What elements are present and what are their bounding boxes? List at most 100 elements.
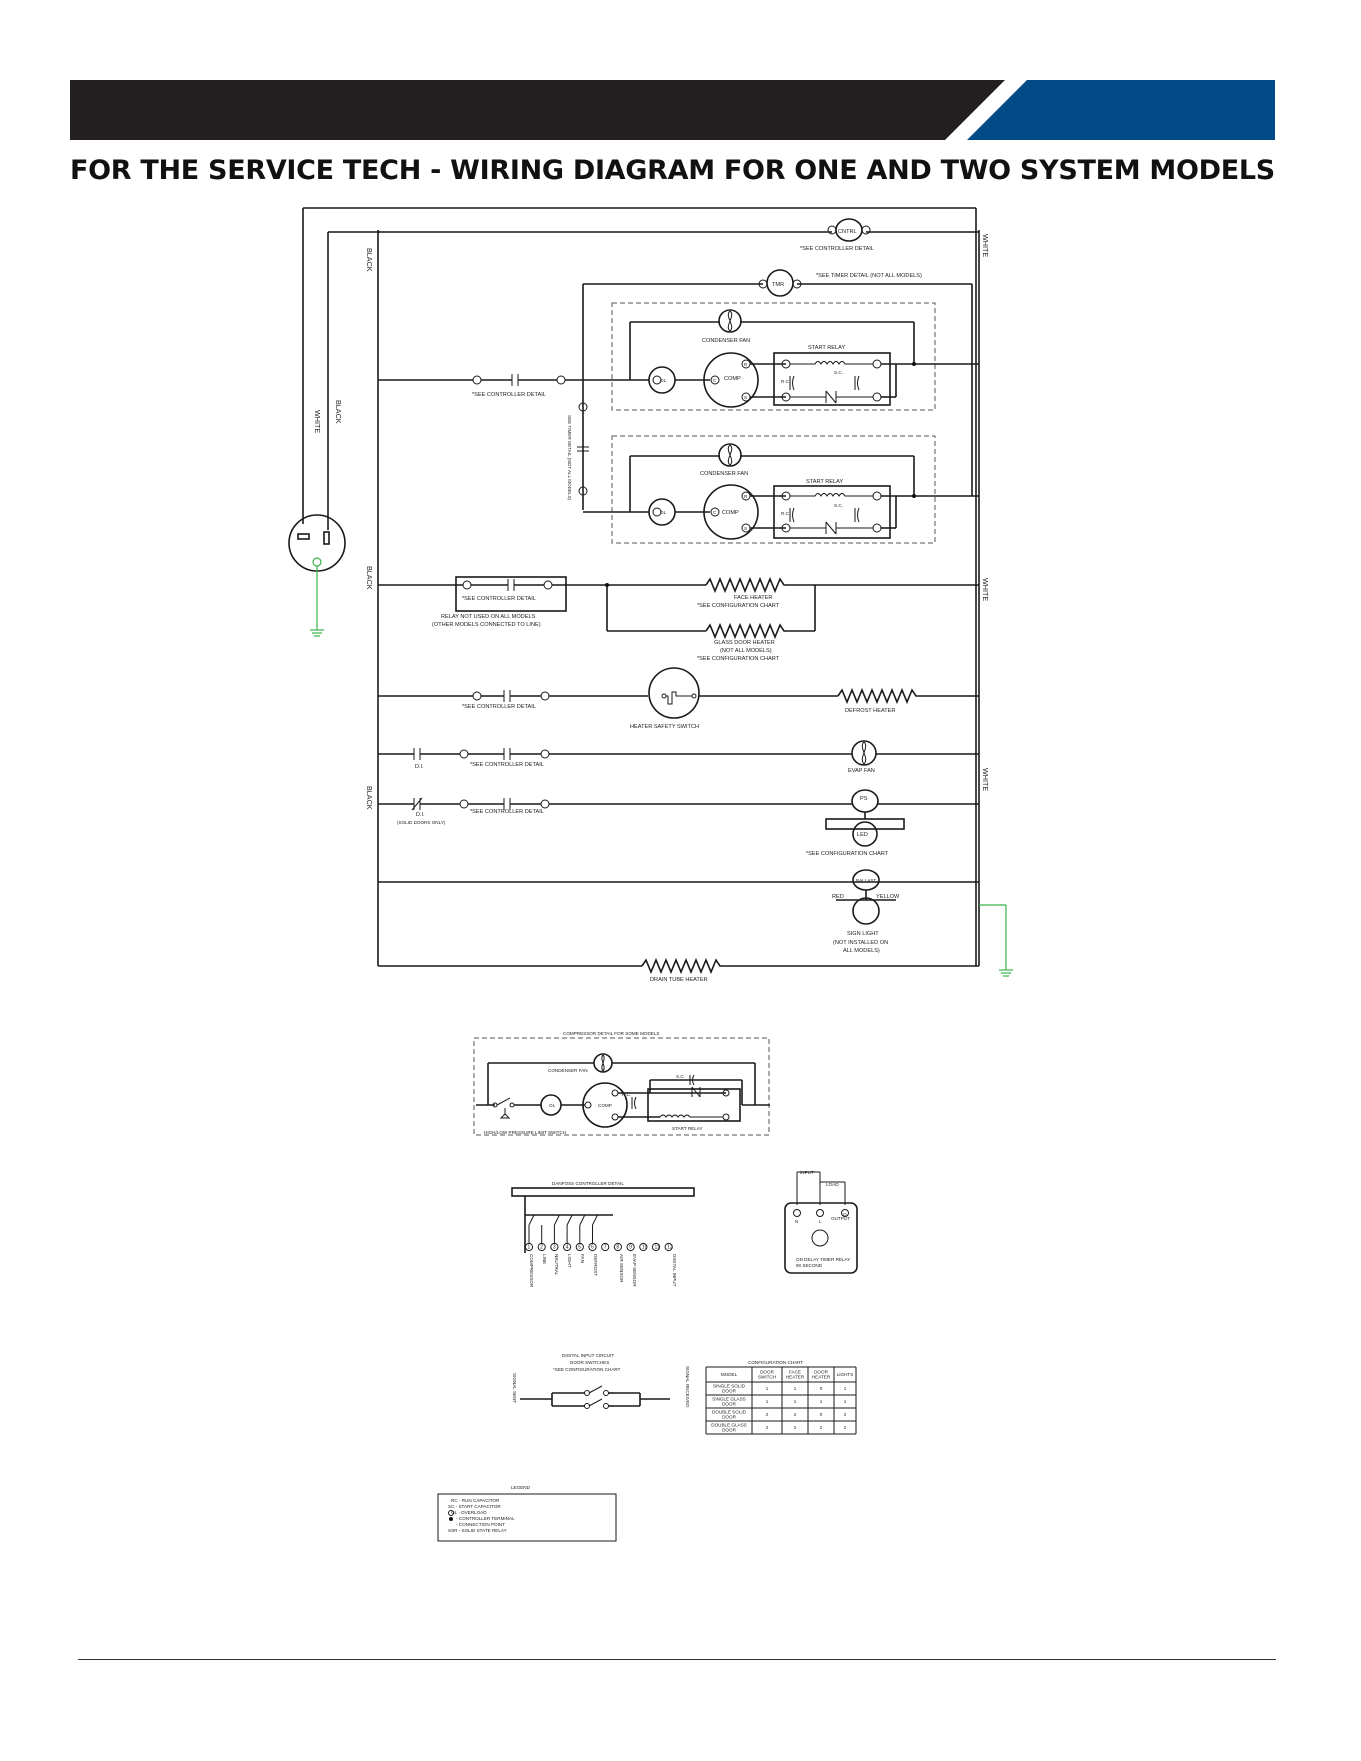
timer-relay-body: [784, 1202, 858, 1274]
cd-start-relay-box: [647, 1088, 741, 1122]
config-chart-cell: 1: [766, 1399, 769, 1404]
digital-input-title-2: DOOR SWITCHES: [570, 1360, 609, 1365]
svg-text:R.C.: R.C.: [781, 511, 790, 516]
controller-terminal-label: AIR SENSOR: [619, 1254, 624, 1283]
controller-terminal-number: 7: [604, 1245, 607, 1251]
timer-dial: [811, 1229, 829, 1247]
heater-safety-switch-icon: [648, 667, 700, 719]
led-controller-note: *SEE CONTROLLER DETAIL: [470, 809, 544, 815]
sys2-compressor-label: COMP: [722, 510, 739, 516]
digital-input-title-3: *SEE CONFIGURATION CHART: [553, 1367, 621, 1372]
config-chart-cell: 1: [794, 1386, 797, 1391]
legend-item: RC - RUN CAPACITOR: [451, 1498, 500, 1503]
compressor-detail-box: [473, 1037, 770, 1136]
controller-terminal: [626, 1242, 635, 1252]
di-label-1: D.I.: [415, 764, 424, 770]
sys1-condenser-fan-label: CONDENSER FAN: [702, 338, 750, 344]
ground-symbol-right: [999, 969, 1013, 977]
timer-note: *SEE TIMER DETAIL (NOT ALL MODELS): [816, 273, 922, 279]
config-chart-cell: 2: [766, 1412, 769, 1417]
bus-label-black-1: BLACK: [365, 248, 374, 272]
svg-text:R.C.: R.C.: [622, 1092, 631, 1097]
digital-input-title-1: DIGITAL INPUT CIRCUIT: [562, 1353, 614, 1358]
sys1-start-relay-label: START RELAY: [808, 345, 845, 351]
face-heater-controller-note: *SEE CONTROLLER DETAIL: [462, 596, 536, 602]
controller-terminal-number: 12: [667, 1245, 673, 1251]
config-chart-cell: DOOR: [722, 1402, 736, 1407]
solid-doors-only: (SOLID DOORS ONLY): [397, 820, 446, 825]
config-chart-cell: DOOR: [722, 1389, 736, 1394]
bus-label-white-1: WHITE: [981, 234, 990, 257]
config-chart-cell: SINGLE GLASS: [712, 1397, 745, 1402]
sys2-condenser-fan-label: CONDENSER FAN: [700, 471, 748, 477]
cd-start-relay-label: START RELAY: [672, 1126, 703, 1131]
svg-text:S.C.: S.C.: [834, 503, 843, 508]
config-chart-header: FACE: [789, 1370, 801, 1375]
controller-symbol: [835, 218, 863, 242]
defrost-controller-note: *SEE CONTROLLER DETAIL: [462, 704, 536, 710]
controller-terminal-number: 10: [642, 1245, 648, 1251]
bus-label-black-3: BLACK: [365, 786, 374, 810]
config-chart-cell: 1: [766, 1386, 769, 1391]
config-chart-cell: SINGLE SOLID: [713, 1384, 746, 1389]
cord-label-black: BLACK: [334, 400, 343, 424]
timer-load-label: LOAD: [826, 1182, 839, 1187]
sign-light-note-2: ALL MODELS): [843, 948, 880, 954]
controller-terminal-label: LIGHT: [567, 1254, 572, 1268]
legend-item: OL - OVERLOAD: [451, 1510, 487, 1515]
sys2-condenser-fan-icon: [718, 443, 742, 467]
legend-connection-icon: [449, 1517, 453, 1521]
config-chart-header: SWITCH: [758, 1375, 776, 1380]
controller-terminal-label: COMPRESSOR: [529, 1254, 534, 1288]
header-bar: [70, 80, 1275, 140]
svg-text:C: C: [713, 378, 717, 383]
sys2-start-relay-label: START RELAY: [806, 479, 843, 485]
controller-terminal-number: 9: [629, 1245, 632, 1251]
drain-tube-heater-resistor: [641, 957, 979, 975]
config-chart-cell: 1: [844, 1399, 847, 1404]
svg-text:N: N: [795, 1219, 798, 1224]
glass-door-note: *SEE CONFIGURATION CHART: [697, 656, 780, 662]
config-chart-header: MODEL: [721, 1372, 738, 1377]
bus-label-white-2: WHITE: [981, 578, 990, 601]
legend-item: - CONTROLLER TERMINAL: [456, 1516, 515, 1521]
controller-terminal: [601, 1242, 610, 1252]
controller-terminal-label: LINE: [542, 1254, 547, 1264]
legend-item: - CONNECTION POINT: [456, 1522, 505, 1527]
controller-terminal: [639, 1242, 648, 1252]
timer-symbol-label: TMR: [772, 282, 784, 288]
legend-item: SSR - SOLID STATE RELAY: [448, 1528, 507, 1533]
sign-light-icon: [852, 897, 880, 925]
sign-light-note-1: (NOT INSTALLED ON: [833, 940, 888, 946]
plug-ground-pin: [312, 557, 322, 567]
controller-terminal: [664, 1242, 673, 1252]
controller-terminal-number: 6: [591, 1245, 594, 1251]
controller-terminal-number: 4: [566, 1245, 569, 1251]
face-heater-note: *SEE CONFIGURATION CHART: [697, 603, 780, 609]
controller-symbol-label: CNTRL: [838, 229, 857, 235]
svg-text:R: R: [744, 494, 748, 499]
config-chart-cell: 1: [820, 1399, 823, 1404]
led-label: LED: [857, 832, 868, 838]
legend-title: LEGEND: [511, 1485, 531, 1490]
controller-terminal-number: 5: [578, 1245, 581, 1251]
svg-text:R: R: [744, 362, 748, 367]
sys2-start-relay-box: [773, 485, 891, 539]
glass-door-heater-resistor: [705, 622, 815, 640]
led-note: *SEE CONFIGURATION CHART: [806, 851, 889, 857]
face-heater-resistor: [705, 576, 979, 594]
svg-text:R.C.: R.C.: [781, 379, 790, 384]
config-chart-cell: 0: [820, 1412, 823, 1417]
controller-terminal: [537, 1242, 546, 1252]
timer-vertical-note: SEE TIMER DETAIL (NOT ALL MODELS): [567, 415, 572, 501]
legend-terminal-icon: [448, 1510, 454, 1516]
defrost-heater-label: DEFROST HEATER: [845, 708, 895, 714]
config-chart-cell: 2: [820, 1425, 823, 1430]
relay-note-1: RELAY NOT USED ON ALL MODELS: [441, 614, 536, 620]
timer-symbol: [766, 269, 794, 297]
sys1-condenser-fan-icon: [718, 309, 742, 333]
cntrl-note: *SEE CONTROLLER DETAIL: [800, 246, 874, 252]
config-chart-header: HEATER: [812, 1375, 831, 1380]
svg-text:S.C.: S.C.: [676, 1074, 685, 1079]
